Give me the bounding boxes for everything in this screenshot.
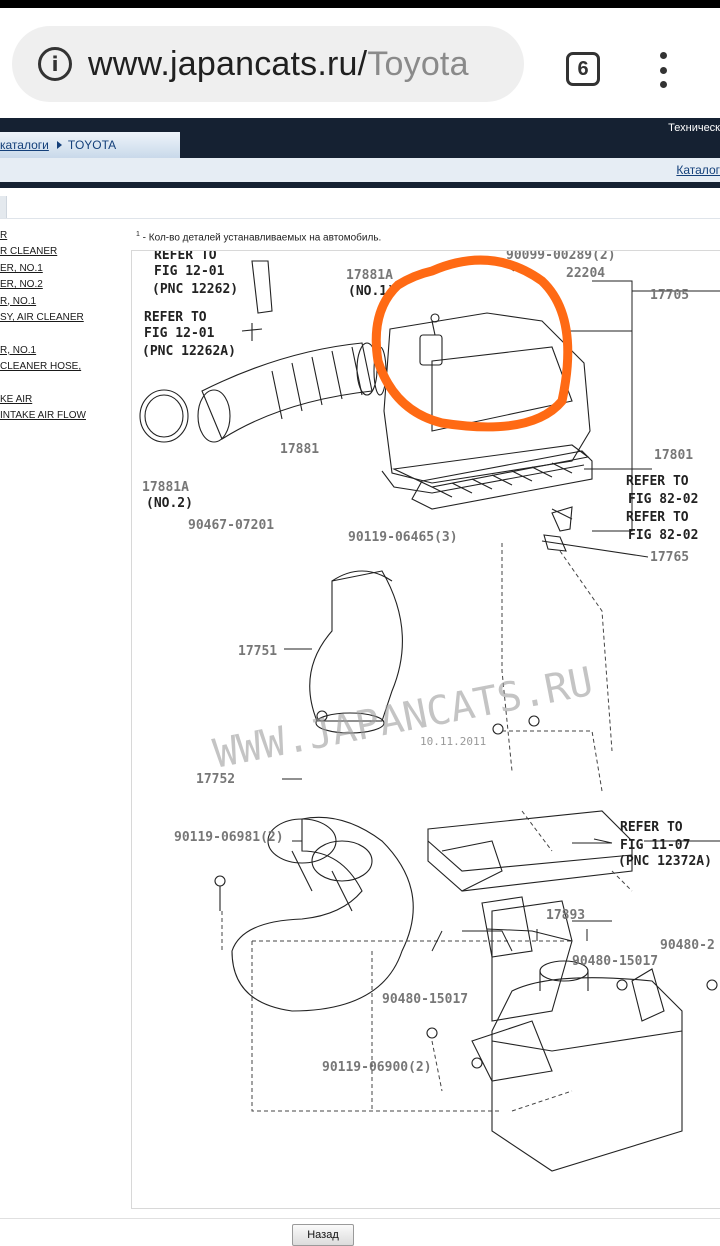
- part-number-90480-15017[interactable]: 90480-15017: [572, 954, 658, 969]
- part-number-17893[interactable]: 17893: [546, 908, 585, 923]
- sidebar-item[interactable]: ER, NO.1: [0, 262, 43, 274]
- diagram-label: FIG 11-07: [620, 838, 690, 853]
- sidebar-item[interactable]: KE AIR: [0, 393, 33, 405]
- sidebar-item[interactable]: ER, NO.2: [0, 279, 43, 291]
- part-number-17801[interactable]: 17801: [654, 448, 693, 463]
- part-number-17752[interactable]: 17752: [196, 772, 235, 787]
- sidebar-item: [0, 378, 130, 394]
- breadcrumb-arrow-icon: [56, 141, 62, 149]
- header-subbar: Каталог: [0, 158, 720, 182]
- sidebar-parts-list: R R CLEANER ER, NO.1 ER, NO.2 R, NO.1 SY…: [0, 230, 130, 427]
- status-bar: [0, 0, 720, 8]
- note-text: - Кол-во деталей устанавливаемых на авто…: [139, 232, 382, 244]
- part-number-17765[interactable]: 17765: [650, 550, 689, 565]
- diagram-label: (PNC 12262): [152, 282, 238, 297]
- address-bar[interactable]: i www.japancats.ru/Toyota: [12, 26, 524, 102]
- sidebar-item: [0, 328, 130, 344]
- part-number-90119-06900[interactable]: 90119-06900(2): [322, 1060, 432, 1075]
- part-number-90467[interactable]: 90467-07201: [188, 518, 274, 533]
- note-marker: 1: [136, 231, 140, 238]
- diagram-label: FIG 82-02: [628, 492, 698, 507]
- url-host: www.japancats.ru/: [88, 44, 368, 83]
- sidebar-item[interactable]: R, NO.1: [0, 344, 37, 356]
- sidebar-item[interactable]: R CLEANER: [0, 246, 58, 258]
- diagram-label: REFER TO: [626, 474, 689, 489]
- part-number-90480-15017[interactable]: 90480-15017: [382, 992, 468, 1007]
- part-number-17751[interactable]: 17751: [238, 644, 277, 659]
- parts-diagram[interactable]: REFER TO FIG 12-01 (PNC 12262) REFER TO …: [131, 250, 720, 1209]
- breadcrumb-root-link[interactable]: каталоги: [0, 138, 49, 152]
- part-number-22204[interactable]: 22204: [566, 266, 605, 281]
- diagram-label: REFER TO: [620, 820, 683, 835]
- diagram-label: (PNC 12372A): [618, 854, 712, 869]
- part-number-17881a[interactable]: 17881A: [142, 480, 189, 495]
- part-number-17881a-top[interactable]: 17881A: [346, 268, 393, 283]
- browser-chrome: i www.japancats.ru/Toyota 6: [0, 8, 720, 118]
- site-header: Техническ каталоги TOYOTA Каталог: [0, 118, 720, 188]
- header-tagline: Техническ: [668, 122, 720, 134]
- part-number-90119-06981[interactable]: 90119-06981(2): [174, 830, 284, 845]
- part-number-17881[interactable]: 17881: [280, 442, 319, 457]
- sidebar-item[interactable]: R, NO.1: [0, 295, 37, 307]
- sidebar-tab[interactable]: [0, 196, 7, 218]
- diagram-label: FIG 82-02: [628, 528, 698, 543]
- diagram-label: (PNC 12262A): [142, 344, 236, 359]
- url-text[interactable]: www.japancats.ru/Toyota: [88, 45, 469, 84]
- highlight-circle: [371, 255, 573, 432]
- page-content: R R CLEANER ER, NO.1 ER, NO.2 R, NO.1 SY…: [0, 188, 720, 1246]
- diagram-label: REFER TO: [144, 310, 207, 325]
- info-icon[interactable]: i: [38, 47, 72, 81]
- overflow-menu-icon[interactable]: [657, 52, 669, 88]
- sidebar-item[interactable]: R: [0, 230, 8, 241]
- diagram-label: FIG 12-01: [154, 264, 225, 279]
- sidebar-item[interactable]: INTAKE AIR FLOW: [0, 410, 86, 422]
- parts-diagram-svg: REFER TO FIG 12-01 (PNC 12262) REFER TO …: [139, 251, 720, 1172]
- diagram-label: (NO.1): [348, 284, 395, 299]
- diagram-label: REFER TO: [154, 251, 217, 263]
- part-number-90119-06465[interactable]: 90119-06465(3): [348, 530, 458, 545]
- quantity-note: 1 - Кол-во деталей устанавливаемых на ав…: [136, 231, 381, 243]
- part-number-17705[interactable]: 17705: [650, 288, 689, 303]
- catalog-link[interactable]: Каталог: [676, 163, 720, 177]
- sidebar-item[interactable]: SY, AIR CLEANER: [0, 311, 84, 323]
- date-stamp: 10.11.2011: [420, 735, 486, 748]
- back-button[interactable]: Назад: [292, 1224, 354, 1246]
- diagram-label: (NO.2): [146, 496, 193, 511]
- breadcrumb-current[interactable]: TOYOTA: [67, 138, 117, 152]
- sidebar-item[interactable]: CLEANER HOSE,: [0, 361, 82, 373]
- part-number-90099[interactable]: 90099-00289(2): [506, 251, 616, 263]
- diagram-label: FIG 12-01: [144, 326, 215, 341]
- tab-switcher-button[interactable]: 6: [566, 52, 600, 86]
- divider: [0, 1218, 720, 1219]
- diagram-label: REFER TO: [626, 510, 689, 525]
- breadcrumb: каталоги TOYOTA: [0, 132, 180, 158]
- divider: [0, 218, 720, 219]
- part-number-90480-2[interactable]: 90480-2: [660, 938, 715, 953]
- url-path: Toyota: [367, 44, 469, 83]
